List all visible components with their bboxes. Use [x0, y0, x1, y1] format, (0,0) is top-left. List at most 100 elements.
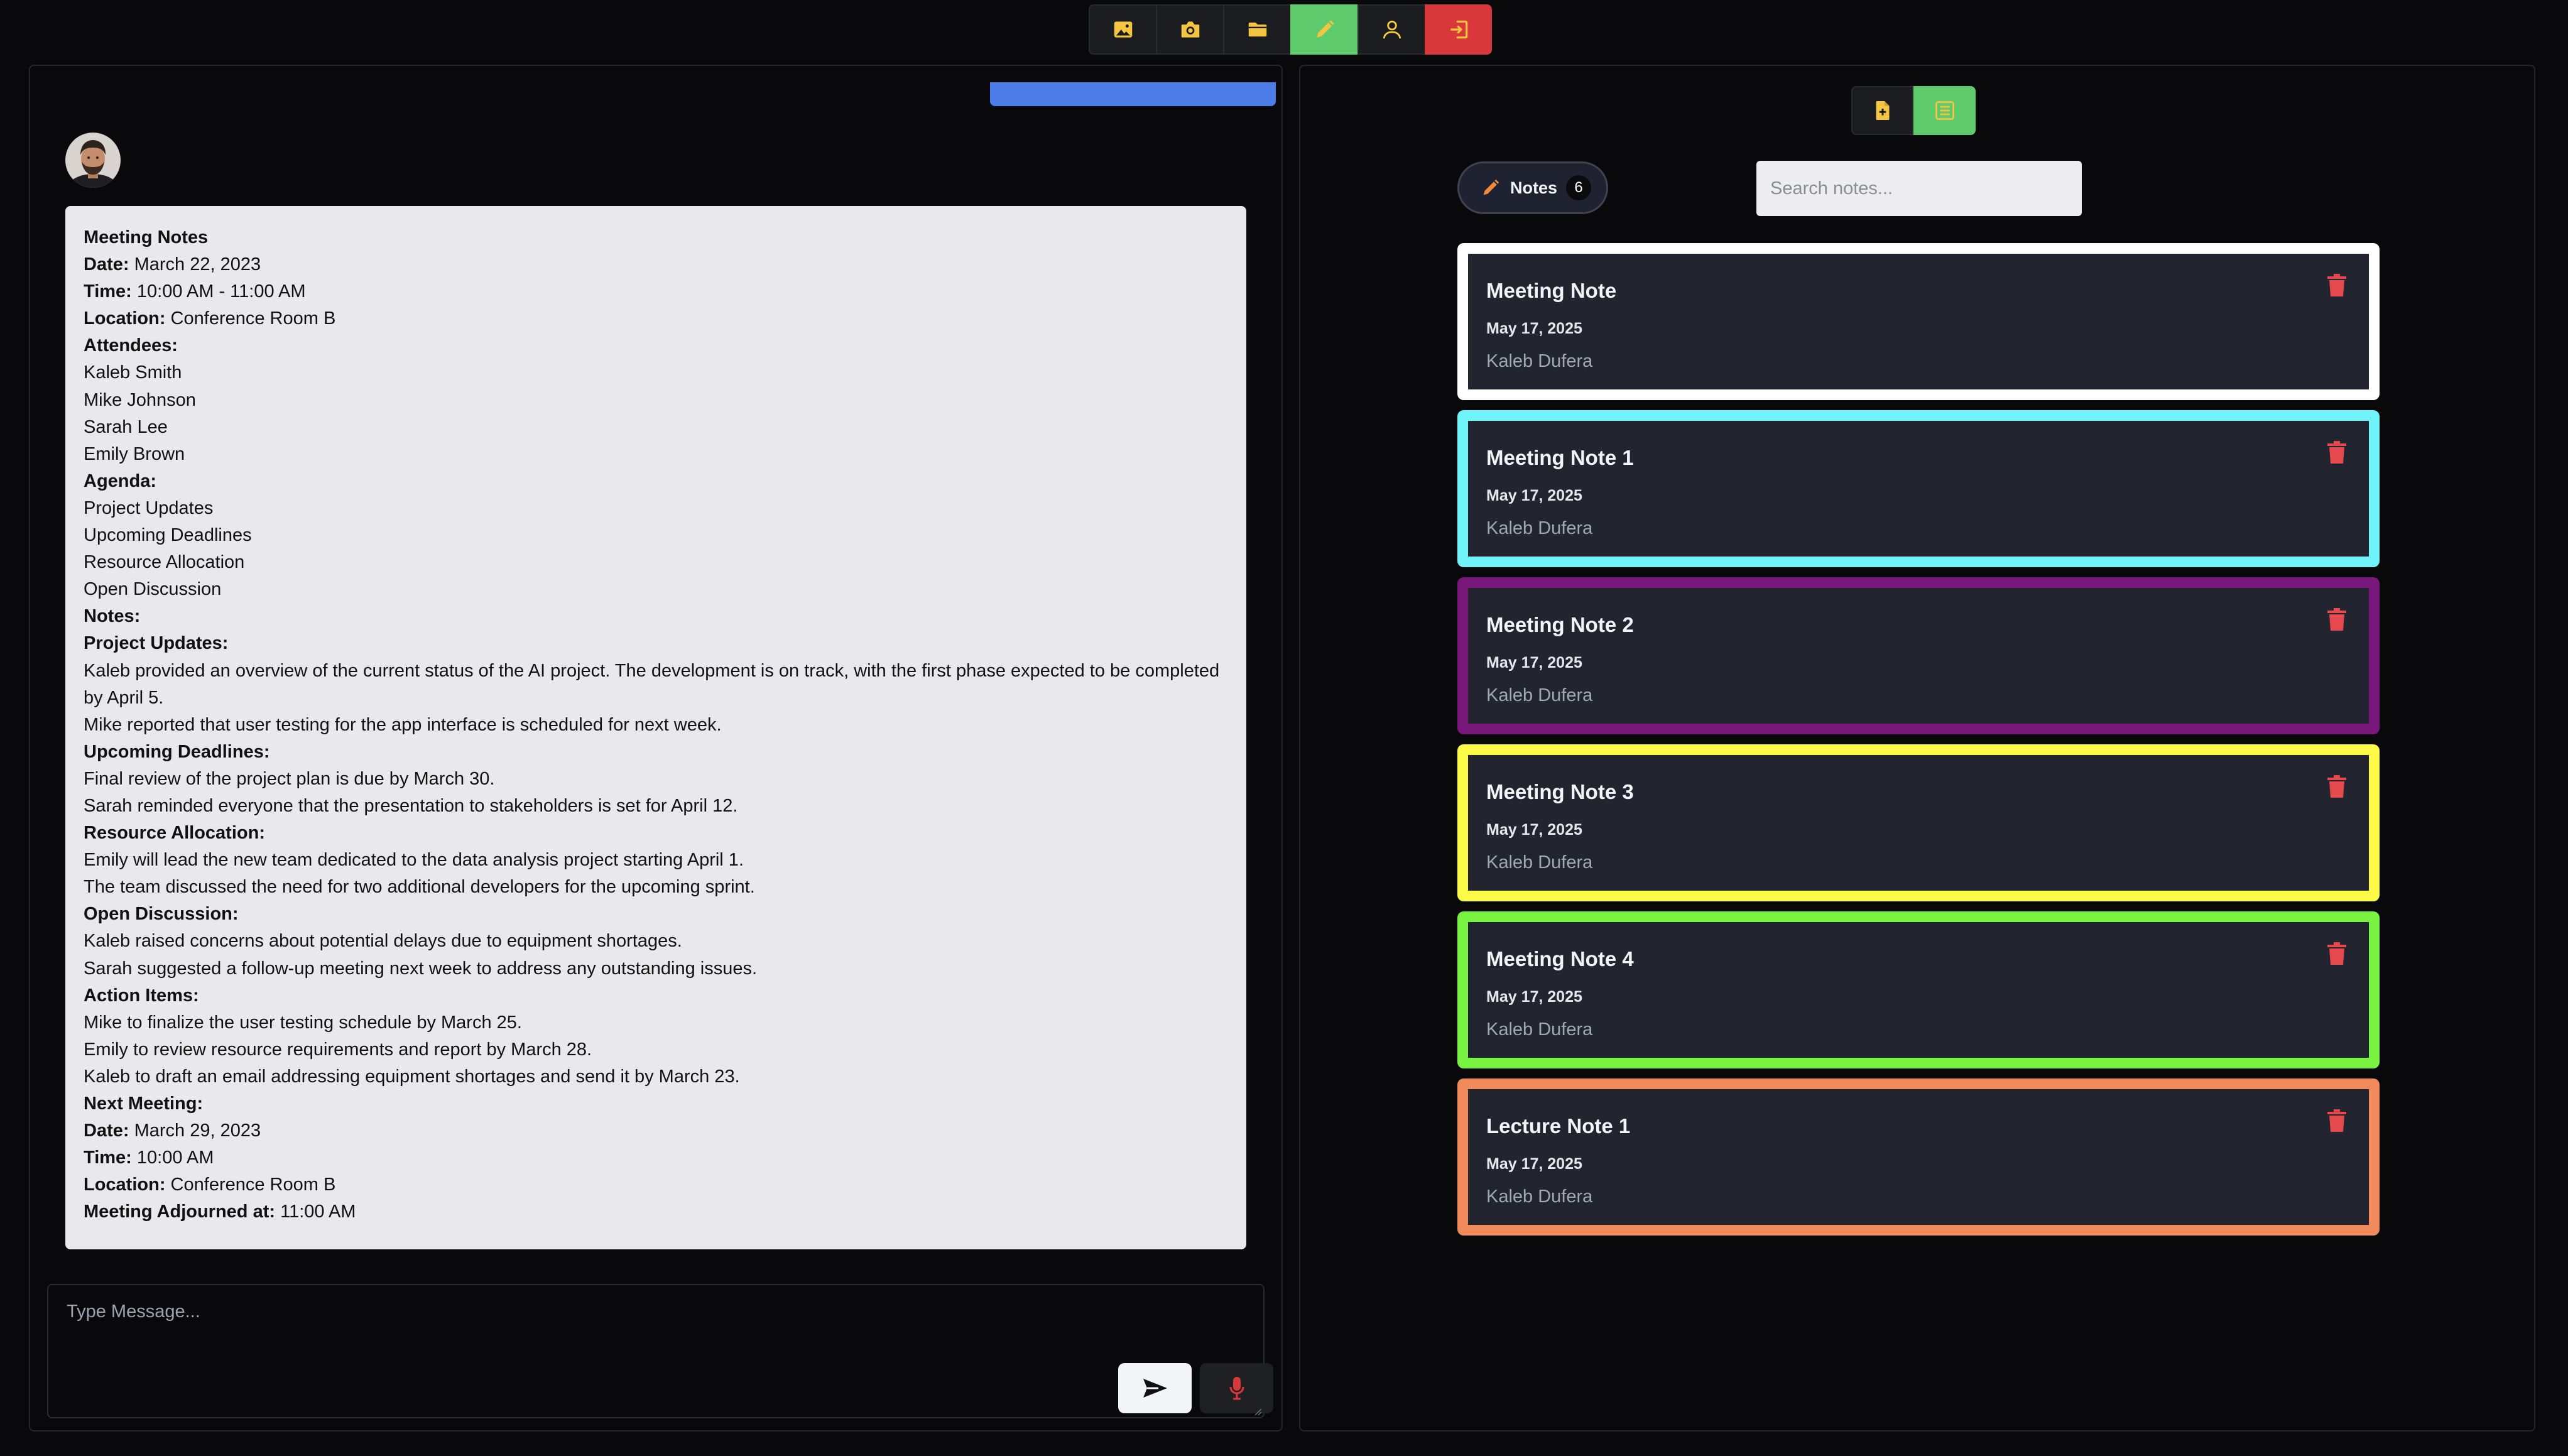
microphone-button[interactable] — [1200, 1363, 1273, 1413]
new-note-button[interactable] — [1851, 86, 1913, 135]
message-line: Open Discussion: — [84, 901, 1228, 928]
message-line: Mike reported that user testing for the … — [84, 712, 1228, 739]
message-line-label: Notes: — [84, 606, 141, 627]
message-line-text: Mike reported that user testing for the … — [84, 714, 722, 735]
logout-icon — [1450, 20, 1467, 39]
trash-icon[interactable] — [2326, 1108, 2348, 1133]
message-line: Open Discussion — [84, 576, 1228, 603]
resize-grip[interactable] — [1252, 1406, 1262, 1416]
message-line-text: Sarah Lee — [84, 416, 168, 437]
previous-message-bubble — [990, 82, 1276, 106]
image-button[interactable] — [1089, 4, 1156, 55]
message-line: Sarah reminded everyone that the present… — [84, 793, 1228, 820]
message-line: Attendees: — [84, 332, 1228, 359]
message-line-text: Kaleb to draft an email addressing equip… — [84, 1066, 740, 1087]
message-line-label: Attendees: — [84, 335, 178, 356]
note-date: May 17, 2025 — [1486, 1155, 1582, 1173]
folder-button[interactable] — [1223, 4, 1290, 55]
message-line-label: Location: — [84, 308, 166, 329]
note-author: Kaleb Dufera — [1486, 518, 1593, 538]
note-title: Meeting Note — [1486, 279, 1617, 302]
message-line-label: Agenda: — [84, 470, 156, 491]
camera-button[interactable] — [1156, 4, 1223, 55]
search-notes-input[interactable] — [1756, 161, 2082, 216]
message-line-text: March 29, 2023 — [129, 1121, 261, 1141]
message-line: Next Meeting: — [84, 1090, 1228, 1117]
notes-mode-button[interactable] — [1290, 4, 1357, 55]
notes-filter-pill[interactable]: Notes 6 — [1457, 161, 1608, 214]
message-line: Mike to finalize the user testing schedu… — [84, 1009, 1228, 1036]
camera-icon — [1181, 21, 1199, 38]
message-line: Upcoming Deadlines: — [84, 739, 1228, 766]
message-line-label: Location: — [84, 1175, 166, 1195]
message-line-text: Conference Room B — [165, 1175, 336, 1195]
message-line-label: Time: — [84, 281, 132, 302]
message-line: Date: March 22, 2023 — [84, 251, 1228, 278]
user-icon — [1383, 20, 1401, 39]
trash-icon[interactable] — [2326, 607, 2348, 632]
message-line-text: Final review of the project plan is due … — [84, 768, 495, 789]
message-line-label: Meeting Notes — [84, 227, 209, 247]
image-icon — [1114, 21, 1132, 38]
list-icon — [1935, 101, 1954, 120]
message-line: Kaleb to draft an email addressing equip… — [84, 1063, 1228, 1090]
message-line-text: Sarah suggested a follow-up meeting next… — [84, 958, 758, 979]
message-line: Sarah Lee — [84, 414, 1228, 441]
note-author: Kaleb Dufera — [1486, 1187, 1593, 1207]
message-line-text: Conference Room B — [165, 308, 336, 329]
notes-list-button[interactable] — [1913, 86, 1976, 135]
note-date: May 17, 2025 — [1486, 988, 1582, 1006]
message-line: Notes: — [84, 603, 1228, 630]
trash-icon[interactable] — [2326, 774, 2348, 799]
note-title: Lecture Note 1 — [1486, 1114, 1631, 1138]
message-line: Emily will lead the new team dedicated t… — [84, 847, 1228, 874]
note-date: May 17, 2025 — [1486, 487, 1582, 504]
message-line-text: Emily Brown — [84, 443, 185, 464]
message-line-label: Date: — [84, 254, 129, 275]
message-line-text: Kaleb raised concerns about potential de… — [84, 931, 682, 952]
message-line: Emily to review resource requirements an… — [84, 1036, 1228, 1063]
message-line-text: Emily to review resource requirements an… — [84, 1039, 592, 1060]
message-input[interactable] — [48, 1285, 1263, 1417]
message-line-text: Project Updates — [84, 497, 214, 518]
message-line: Agenda: — [84, 468, 1228, 495]
profile-button[interactable] — [1357, 4, 1425, 55]
message-line-label: Time: — [84, 1148, 132, 1168]
trash-icon[interactable] — [2326, 941, 2348, 966]
message-line: The team discussed the need for two addi… — [84, 874, 1228, 901]
send-button[interactable] — [1118, 1363, 1192, 1413]
trash-icon[interactable] — [2326, 440, 2348, 465]
message-line: Resource Allocation — [84, 549, 1228, 576]
message-line: Final review of the project plan is due … — [84, 766, 1228, 793]
message-line: Resource Allocation: — [84, 820, 1228, 847]
note-date: May 17, 2025 — [1486, 654, 1582, 671]
message-line-text: Open Discussion — [84, 579, 222, 600]
folder-icon — [1248, 22, 1266, 37]
note-title: Meeting Note 4 — [1486, 947, 1634, 970]
message-line-text: Resource Allocation — [84, 552, 245, 573]
message-line: Location: Conference Room B — [84, 1171, 1228, 1198]
message-line: Action Items: — [84, 982, 1228, 1009]
message-line-text: Emily will lead the new team dedicated t… — [84, 850, 744, 871]
view-toggle — [1851, 86, 1976, 135]
pencil-icon — [1316, 20, 1334, 38]
logout-button[interactable] — [1425, 4, 1492, 55]
message-line: Kaleb provided an overview of the curren… — [84, 658, 1228, 712]
file-plus-icon — [1876, 101, 1889, 120]
message-line-text: The team discussed the need for two addi… — [84, 877, 755, 898]
message-line-label: Open Discussion: — [84, 904, 239, 925]
message-composer — [47, 1284, 1273, 1418]
message-line: Sarah suggested a follow-up meeting next… — [84, 955, 1228, 982]
trash-icon[interactable] — [2326, 273, 2348, 298]
message-line-text: 11:00 AM — [275, 1202, 356, 1222]
message-line: Mike Johnson — [84, 387, 1228, 414]
